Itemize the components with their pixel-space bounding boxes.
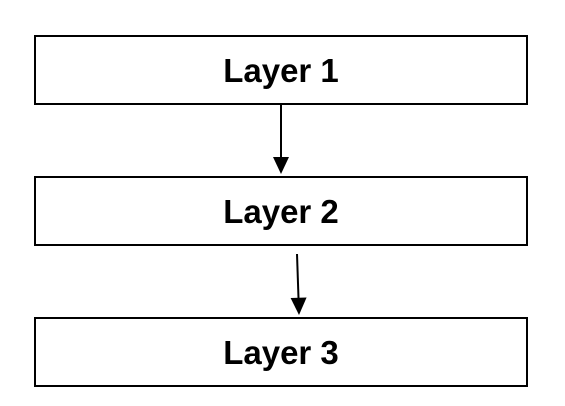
arrow-head	[273, 157, 289, 174]
arrow-head	[290, 297, 307, 315]
layer-3-box: Layer 3	[34, 317, 528, 387]
layer-2-label: Layer 2	[223, 192, 339, 230]
layer-2-box: Layer 2	[34, 176, 528, 246]
arrow-layer-2-to-layer-3	[290, 253, 307, 315]
layer-3-label: Layer 3	[223, 333, 339, 371]
arrow-layer-1-to-layer-2	[273, 105, 289, 174]
arrow-line	[296, 253, 300, 302]
layer-1-label: Layer 1	[223, 51, 339, 89]
layer-1-box: Layer 1	[34, 35, 528, 105]
